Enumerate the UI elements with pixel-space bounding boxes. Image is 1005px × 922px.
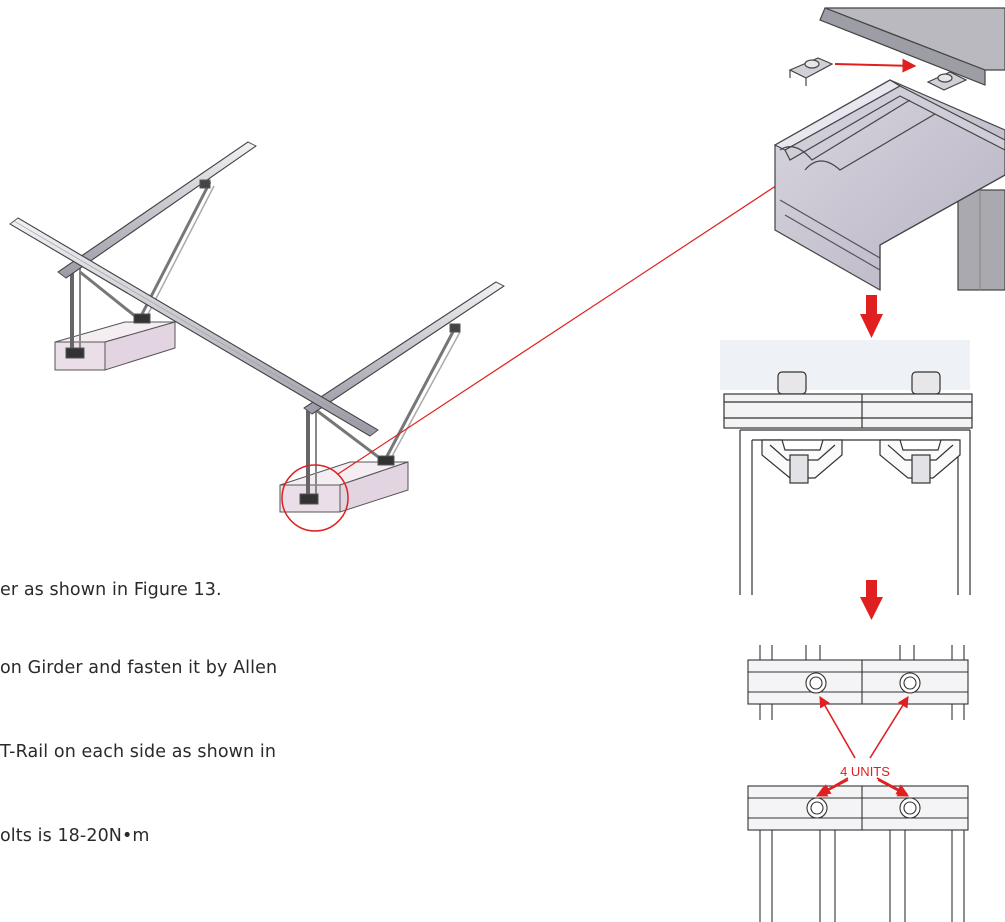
t-bolt-installed	[926, 71, 968, 91]
highlight-circle	[281, 464, 349, 532]
units-callout: 4 UNITS	[840, 764, 890, 779]
cross-rail	[9, 217, 379, 437]
callout-arrows	[819, 696, 909, 795]
instruction-line-4: olts is 18-20N•m	[0, 826, 150, 846]
insert-arrow	[834, 58, 917, 73]
girder-detail-view	[773, 7, 1005, 292]
step-arrow-2	[860, 580, 883, 620]
cross-section-view	[720, 340, 973, 595]
step-arrow-1	[860, 295, 883, 338]
t-bolt-loose	[788, 57, 834, 86]
top-view-upper	[747, 645, 969, 720]
leader-line	[337, 169, 801, 475]
instruction-line-3: T-Rail on each side as shown in	[0, 742, 277, 762]
girder-back	[57, 141, 257, 279]
top-view-lower	[747, 785, 969, 922]
instruction-line-2: on Girder and fasten it by Allen	[0, 658, 278, 678]
ground-mount-structure	[9, 141, 505, 513]
girder-front	[303, 281, 505, 415]
instruction-line-1: er as shown in Figure 13.	[0, 580, 222, 600]
